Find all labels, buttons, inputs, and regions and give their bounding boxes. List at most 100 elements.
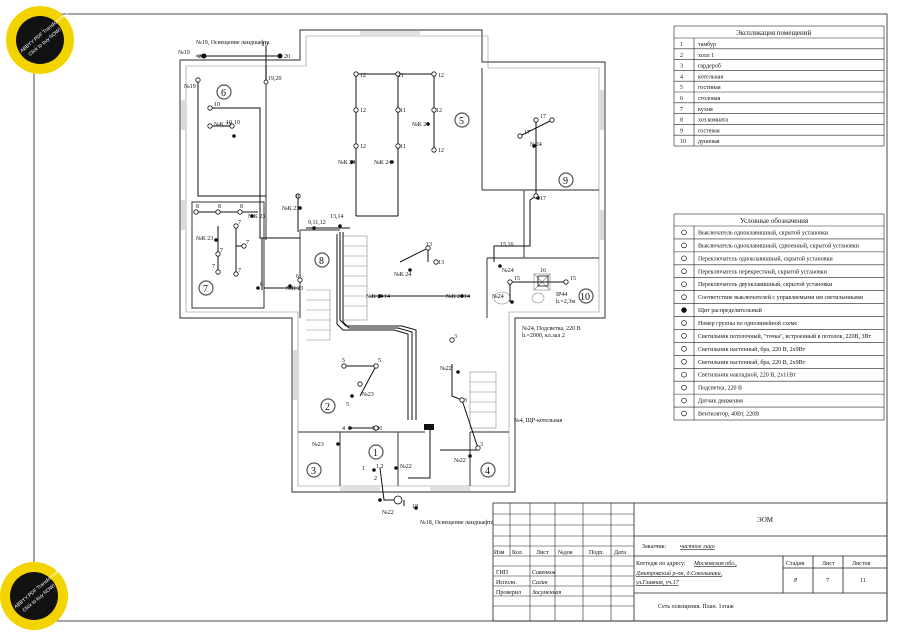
- legend-symbol-icon: [681, 320, 687, 326]
- svg-text:Проверил: Проверил: [496, 590, 521, 596]
- svg-text:20: 20: [198, 54, 204, 60]
- svg-text:14: 14: [464, 294, 470, 300]
- svg-text:№22: №22: [382, 510, 394, 516]
- svg-text:12: 12: [360, 73, 366, 79]
- svg-text:3: 3: [311, 466, 316, 477]
- room-number: 8: [680, 118, 683, 124]
- svg-text:12: 12: [360, 144, 366, 150]
- svg-text:№К 24: №К 24: [412, 122, 429, 128]
- svg-text:№К 24: №К 24: [366, 294, 383, 300]
- svg-text:12: 12: [438, 73, 444, 79]
- svg-text:16: 16: [540, 268, 546, 274]
- svg-text:Засуменная: Засуменная: [532, 590, 562, 596]
- svg-text:ГИП: ГИП: [496, 570, 509, 576]
- svg-text:5: 5: [346, 402, 349, 408]
- svg-text:3: 3: [454, 334, 457, 340]
- svg-text:7: 7: [246, 240, 249, 246]
- legend-table: Условные обозначения Выключатель однокла…: [673, 213, 885, 421]
- svg-text:18: 18: [412, 504, 418, 510]
- svg-text:Кол.: Кол.: [512, 550, 524, 556]
- svg-text:№К 23: №К 23: [282, 206, 299, 212]
- svg-text:№24, Подсветка, 220 В: №24, Подсветка, 220 В: [522, 326, 581, 332]
- watermark-badge-top: ABBYY PDF Transformer 2.0 Click to buy N…: [6, 6, 74, 74]
- legend-symbol-icon: [681, 397, 687, 404]
- svg-text:Условные обозначения: Условные обозначения: [740, 217, 809, 225]
- svg-text:13,14: 13,14: [330, 214, 344, 220]
- svg-text:Стадия: Стадия: [786, 561, 805, 567]
- svg-text:Листов: Листов: [852, 561, 870, 567]
- svg-text:1: 1: [362, 466, 365, 472]
- svg-text:15: 15: [570, 276, 576, 282]
- legend-symbol-icon: [681, 371, 687, 378]
- svg-text:Дата: Дата: [614, 550, 626, 556]
- room-name: тамбур: [698, 41, 716, 48]
- svg-text:№24: №24: [492, 294, 504, 300]
- svg-text:11: 11: [400, 108, 406, 114]
- room-name: душевая: [698, 139, 720, 145]
- watermark-badge-bottom: ABBYY PDF Transformer 2.0 Click to buy N…: [0, 562, 68, 630]
- svg-text:10: 10: [580, 292, 590, 303]
- svg-text:11: 11: [398, 73, 404, 79]
- legend-symbol-icon: [681, 268, 687, 275]
- svg-text:12: 12: [360, 108, 366, 114]
- legend-item: Соответствие выключателей с управляемыми…: [698, 294, 864, 301]
- legend-item: Светильник настенный, бра, 220 В, 2х9Вт: [698, 359, 806, 366]
- legend-item: Выключатель одноклавишный, сдвоенный, ск…: [698, 242, 860, 249]
- svg-text:6: 6: [221, 88, 226, 99]
- title-block: Изм Кол. Лист №док Подп. Дата ГИП Савенк…: [492, 502, 888, 622]
- legend-symbol-icon: [681, 333, 687, 339]
- legend-item: Переключатель двухклавишный, скрытой уст…: [698, 281, 833, 288]
- room-name: кухня: [698, 107, 713, 113]
- legend-item: Светильник накладной, 220 В, 2х11Вт: [698, 372, 796, 379]
- room-name: гостиная: [698, 85, 721, 91]
- svg-text:7: 7: [826, 578, 829, 584]
- svg-text:1: 1: [373, 448, 378, 459]
- svg-text:7: 7: [212, 264, 215, 270]
- svg-text:Коттедж по адресу:: Коттедж по адресу:: [636, 561, 686, 567]
- svg-text:8: 8: [296, 194, 299, 200]
- svg-text:17: 17: [524, 130, 530, 136]
- svg-text:h.=2,3м: h.=2,3м: [556, 299, 575, 305]
- svg-text:11: 11: [400, 144, 406, 150]
- room-name: гостевая: [698, 128, 720, 134]
- floor-plan: 1 2 3 4 5 6 7 8 9 10 №19, Освещение ланд…: [178, 29, 606, 526]
- svg-text:4: 4: [342, 426, 345, 432]
- svg-text:№К 24: №К 24: [394, 272, 411, 278]
- room-number: 9: [680, 128, 683, 134]
- svg-text:7: 7: [238, 268, 241, 274]
- legend-item: Номер группы по однолинейной схеме: [698, 320, 797, 327]
- svg-text:2: 2: [325, 402, 330, 413]
- svg-text:Заказчик:: Заказчик:: [642, 544, 667, 550]
- svg-text:№24: №24: [530, 142, 542, 148]
- legend-symbol-icon: [681, 294, 687, 300]
- svg-text:20: 20: [284, 54, 290, 60]
- legend-symbol-icon: [681, 346, 687, 352]
- svg-text:6: 6: [296, 274, 299, 280]
- room-number: 3: [680, 64, 683, 70]
- svg-text:Изм: Изм: [494, 550, 505, 556]
- legend-item: Щит распределительный: [698, 307, 763, 314]
- svg-text:№23: №23: [362, 392, 374, 398]
- legend-symbol-icon: [681, 359, 687, 365]
- legend-item: Светильник настенный, бра, 220 В, 2х9Вт: [698, 346, 806, 353]
- svg-text:10: 10: [234, 120, 240, 126]
- svg-text:12: 12: [438, 148, 444, 154]
- svg-text:№22: №22: [400, 464, 412, 470]
- svg-text:Сеть освещения. План. 1этаж: Сеть освещения. План. 1этаж: [658, 604, 734, 610]
- svg-text:№23: №23: [312, 442, 324, 448]
- room-number: 6: [680, 96, 683, 102]
- room-number: 4: [680, 74, 683, 80]
- legend-symbol-icon: [681, 410, 687, 417]
- fan-icon: [537, 275, 549, 287]
- sheet-frame: [33, 13, 888, 622]
- room-number: 7: [680, 107, 683, 113]
- room-name: котельная: [698, 74, 723, 80]
- svg-text:17: 17: [540, 114, 546, 120]
- svg-text:4: 4: [485, 466, 490, 477]
- svg-text:7: 7: [220, 248, 223, 254]
- legend-symbol-icon: [681, 307, 687, 313]
- svg-text:5,21: 5,21: [372, 426, 383, 432]
- svg-text:Подп.: Подп.: [589, 550, 604, 556]
- room-number: 10: [680, 139, 686, 145]
